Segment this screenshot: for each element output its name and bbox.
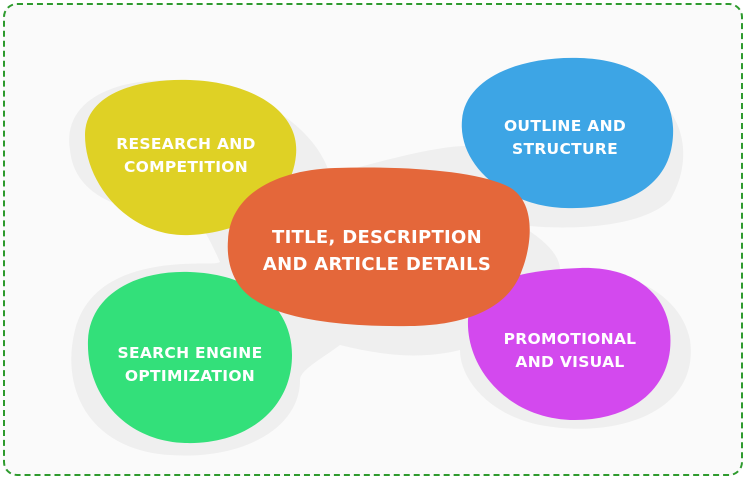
promo-label-line1: PROMOTIONAL — [504, 330, 637, 348]
center-label-line1: TITLE, DESCRIPTION — [272, 227, 482, 248]
promo-blob — [467, 267, 671, 420]
seo-blob — [87, 271, 292, 444]
outline-label-line1: OUTLINE AND — [504, 117, 626, 135]
research-label-line1: RESEARCH AND — [116, 135, 255, 153]
seo-label-line1: SEARCH ENGINE — [118, 344, 263, 362]
center-label-line2: AND ARTICLE DETAILS — [263, 254, 491, 275]
seo-label-line2: OPTIMIZATION — [125, 367, 255, 385]
outline-label-line2: STRUCTURE — [512, 140, 618, 158]
outline-blob — [461, 57, 674, 209]
research-blob — [85, 79, 297, 236]
center-blob — [227, 167, 530, 327]
research-label-line2: COMPETITION — [124, 158, 248, 176]
promo-label-line2: AND VISUAL — [515, 353, 624, 371]
